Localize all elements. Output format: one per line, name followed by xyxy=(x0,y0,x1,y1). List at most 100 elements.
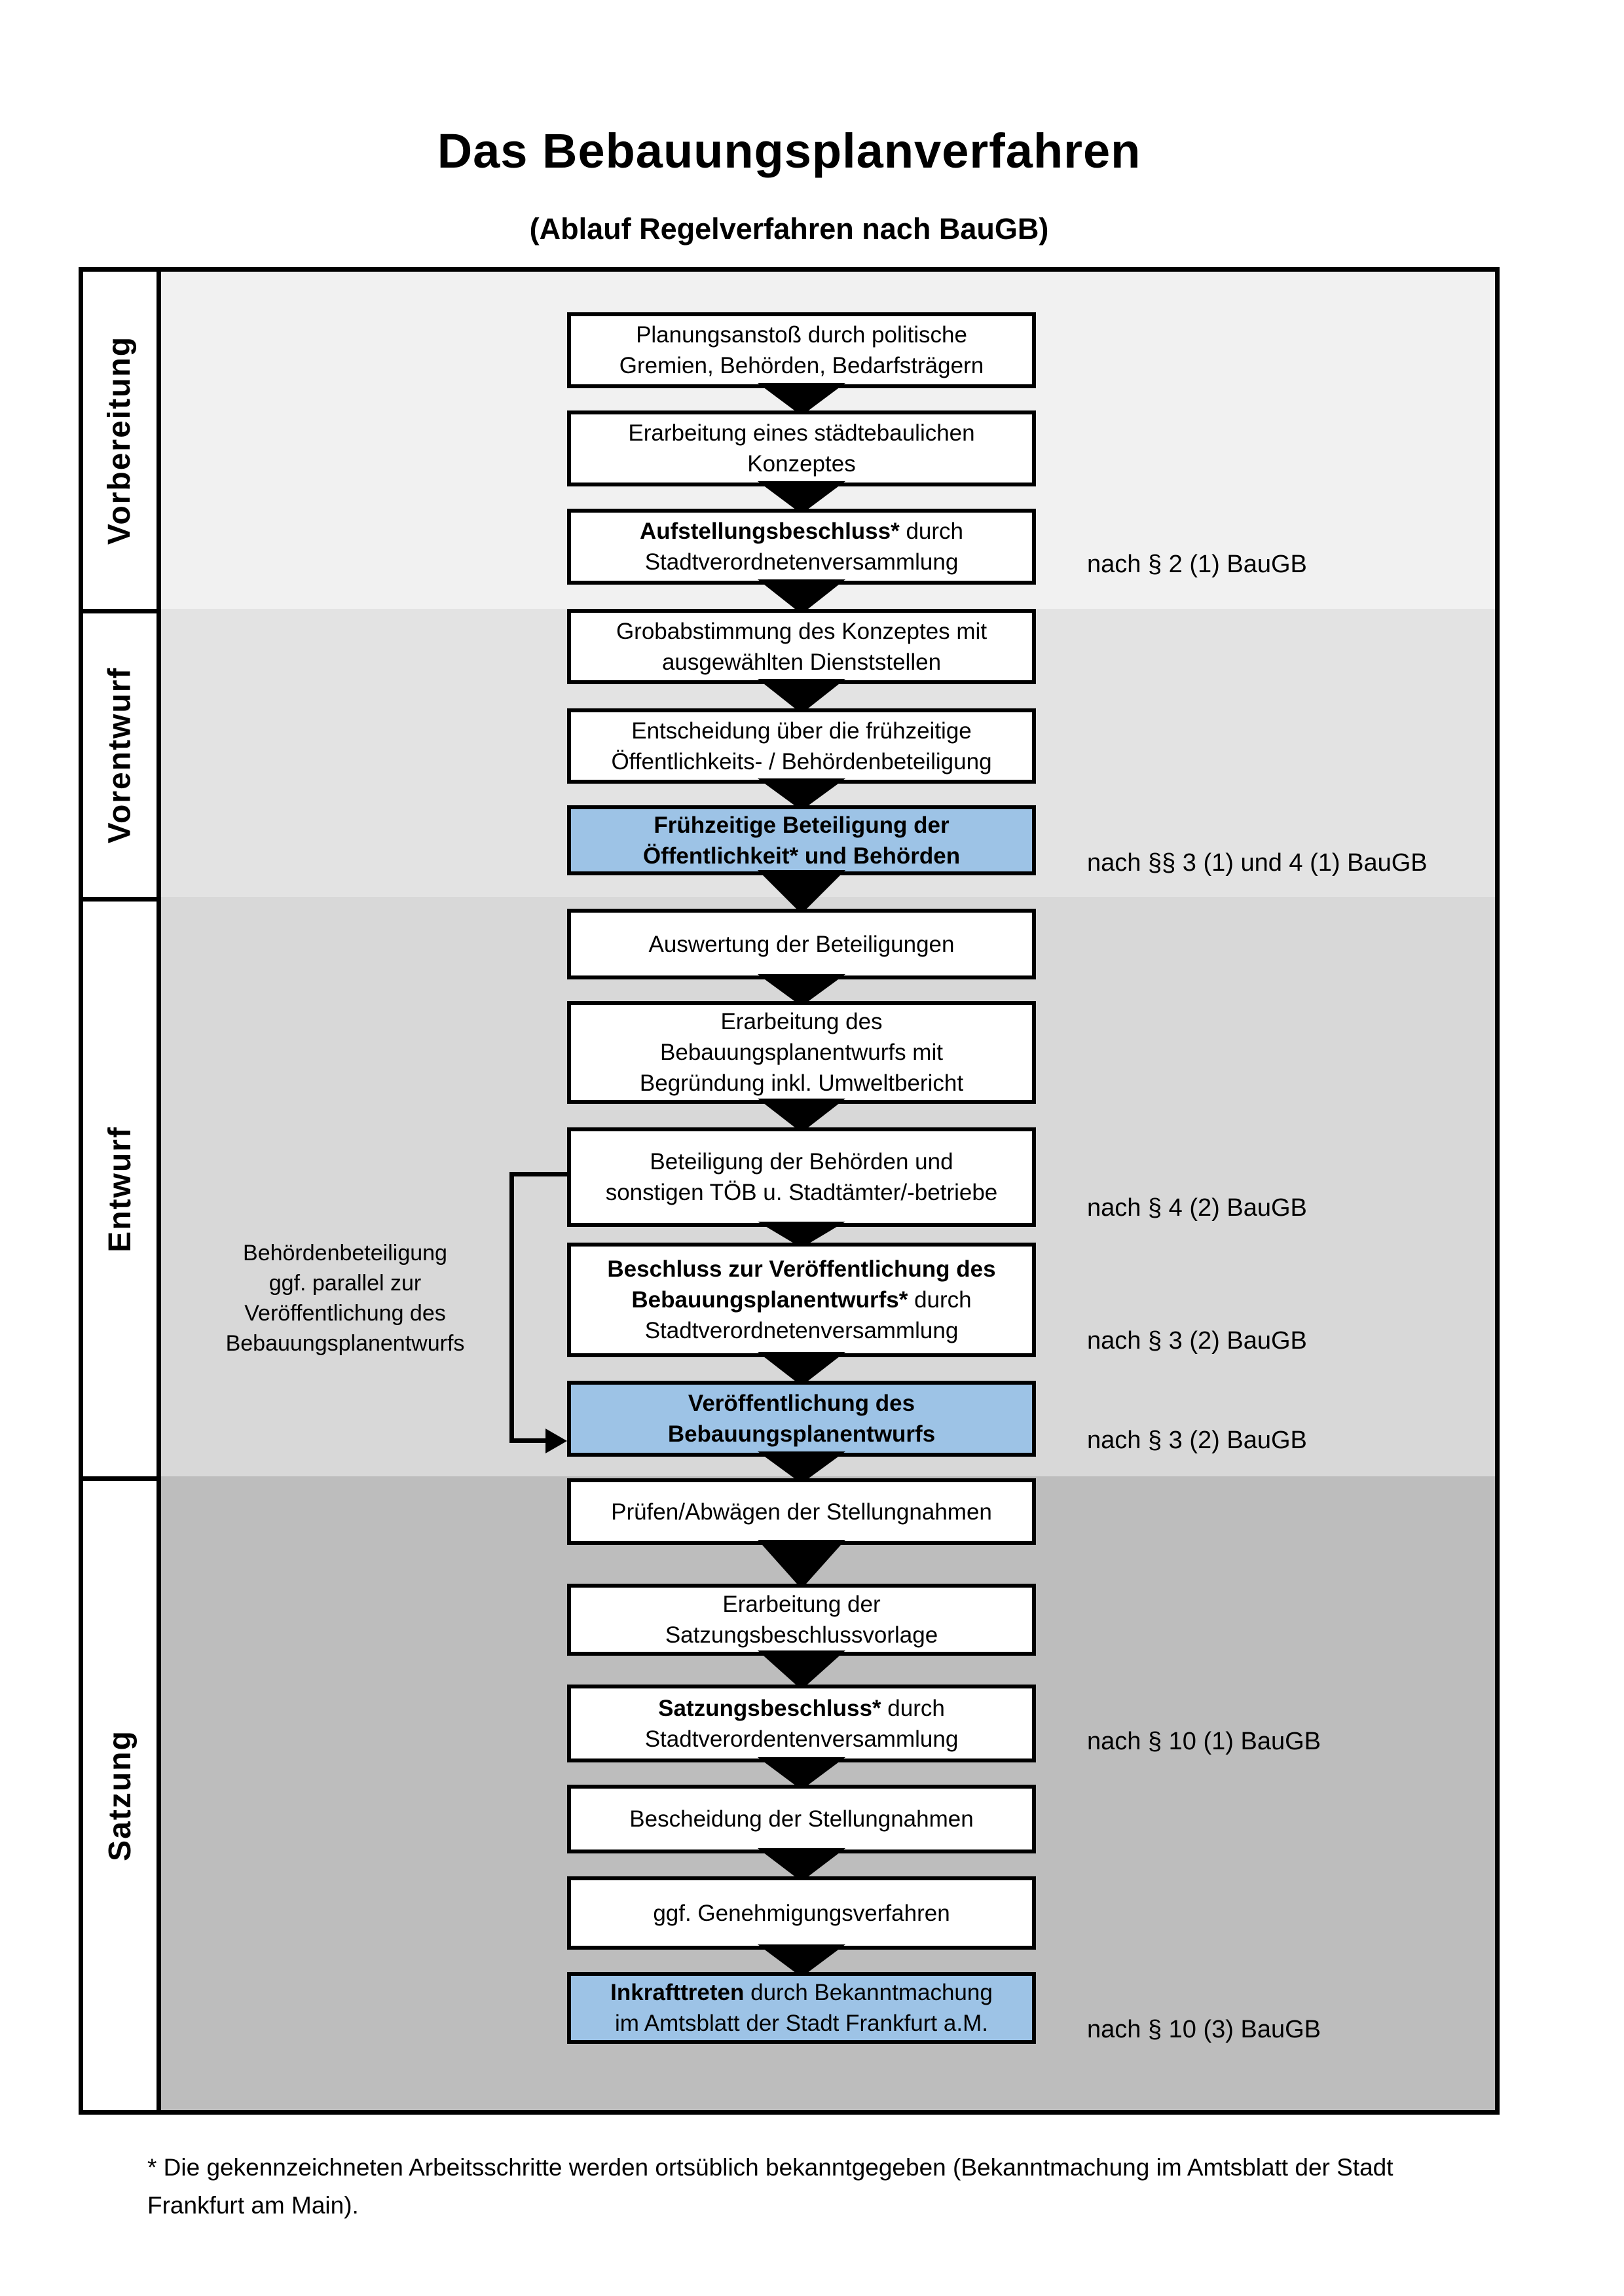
step-text-segment: sonstigen TÖB u. Stadtämter/-betriebe xyxy=(605,1180,998,1205)
step-text-segment: Bebauungsplanentwurfs xyxy=(667,1421,936,1447)
step-text-line: Stadtverordnetenversammlung xyxy=(645,547,959,577)
step-text-segment: ausgewählten Dienststellen xyxy=(661,649,942,675)
step-text-line: Inkrafttreten durch Bekanntmachung xyxy=(610,1977,993,2008)
step-text-segment: Beteiligung der Behörden und xyxy=(650,1149,953,1175)
step-text-line: Stadtverordentenversammlung xyxy=(645,1724,959,1755)
step-text-segment: Begründung inkl. Umweltbericht xyxy=(639,1070,964,1096)
step-text-segment: Frühzeitige Beteiligung der xyxy=(654,812,950,838)
phase-cell-vorentwurf: Vorentwurf xyxy=(83,613,161,902)
step-text-segment: durch xyxy=(881,1695,945,1721)
step-text-segment: Bescheidung der Stellungnahmen xyxy=(629,1806,974,1832)
step-text-line: im Amtsblatt der Stadt Frankfurt a.M. xyxy=(615,2008,988,2039)
footnote: * Die gekennzeichneten Arbeitsschritte w… xyxy=(147,2149,1496,2225)
footnote-line: Frankfurt am Main). xyxy=(147,2192,359,2219)
step-text-line: Satzungsbeschluss* durch xyxy=(658,1693,945,1724)
page-subtitle: (Ablauf Regelverfahren nach BauGB) xyxy=(529,212,1049,246)
step-text-segment: Planungsanstoß durch politische xyxy=(636,322,967,348)
page-title: Das Bebauungsplanverfahren xyxy=(437,124,1141,178)
flow-layer: Behördenbeteiligung ggf. parallel zur Ve… xyxy=(83,272,1495,2110)
flow-step-inkrafttreten: Inkrafttreten durch Bekanntmachung im Amt… xyxy=(567,1972,1036,2044)
flow-arrow-down xyxy=(758,1944,845,1977)
step-text-line: Begründung inkl. Umweltbericht xyxy=(640,1068,963,1099)
step-text-segment: Prüfen/Abwägen der Stellungnahmen xyxy=(611,1499,992,1525)
side-note-line: Behördenbeteiligung xyxy=(243,1241,447,1266)
step-text-line: ausgewählten Dienststellen xyxy=(662,647,941,678)
step-text-segment: Satzungsbeschlussvorlage xyxy=(665,1622,938,1648)
step-text-segment: Grobabstimmung des Konzeptes mit xyxy=(616,618,987,644)
step-text-line: Stadtverordnetenversammlung xyxy=(645,1315,959,1346)
flow-arrow-down xyxy=(758,1451,845,1484)
flow-arrow-down xyxy=(758,1757,845,1790)
step-text-segment: Bebauungsplanentwurfs mit xyxy=(660,1040,943,1065)
footnote-line: * Die gekennzeichneten Arbeitsschritte w… xyxy=(147,2154,1393,2181)
step-text-segment: Auswertung der Beteiligungen xyxy=(648,931,955,957)
step-text-segment: Entscheidung über die frühzeitige xyxy=(631,718,972,744)
law-reference: nach § 10 (3) BauGB xyxy=(1087,2016,1321,2043)
connector-line-vertical xyxy=(509,1172,514,1443)
connector-line-bottom xyxy=(509,1438,549,1443)
phase-cell-entwurf: Entwurf xyxy=(83,902,161,1481)
step-text-line: Entscheidung über die frühzeitige xyxy=(631,716,972,746)
step-text-line: Erarbeitung der xyxy=(722,1589,880,1620)
flow-arrow-down xyxy=(758,679,845,714)
step-text-line: Bescheidung der Stellungnahmen xyxy=(629,1804,973,1834)
step-text-line: Konzeptes xyxy=(747,448,855,479)
flow-arrow-down xyxy=(758,481,845,514)
step-text-segment: Veröffentlichung des xyxy=(688,1391,915,1416)
law-reference: nach § 4 (2) BauGB xyxy=(1087,1194,1307,1222)
step-text-line: Satzungsbeschlussvorlage xyxy=(665,1620,938,1650)
step-text-segment: durch xyxy=(908,1287,972,1313)
flow-arrow-down xyxy=(758,1352,845,1386)
flow-step-genehmigungsverfahren: ggf. Genehmigungsverfahren xyxy=(567,1876,1036,1950)
law-reference: nach §§ 3 (1) und 4 (1) BauGB xyxy=(1087,849,1428,877)
flow-step-pruefen-abwaegen: Prüfen/Abwägen der Stellungnahmen xyxy=(567,1478,1036,1545)
step-text-segment: Konzeptes xyxy=(747,451,856,477)
process-diagram-frame: Vorbereitung Vorentwurf Entwurf Satzung … xyxy=(79,267,1500,2115)
step-text-segment: Satzungsbeschluss* xyxy=(658,1695,881,1721)
flow-arrow-down xyxy=(758,1540,845,1589)
step-text-segment: durch xyxy=(899,519,964,544)
step-text-line: Gremien, Behörden, Bedarfsträgern xyxy=(619,350,984,381)
step-text-segment: Aufstellungsbeschluss* xyxy=(639,519,900,544)
step-text-line: Erarbeitung eines städtebaulichen xyxy=(628,418,974,448)
flow-arrow-down xyxy=(758,1099,845,1133)
side-note: Behördenbeteiligung ggf. parallel zur Ve… xyxy=(149,1238,542,1358)
flow-step-behoerden-toeb-beteiligung: Beteiligung der Behörden und sonstigen TÖ… xyxy=(567,1127,1036,1227)
connector-line-top xyxy=(509,1172,567,1176)
step-text-line: Grobabstimmung des Konzeptes mit xyxy=(616,616,987,647)
step-text-line: Bebauungsplanentwurfs mit xyxy=(660,1037,943,1068)
flow-step-bescheidung-stellungnahmen: Bescheidung der Stellungnahmen xyxy=(567,1785,1036,1853)
step-text-line: Prüfen/Abwägen der Stellungnahmen xyxy=(611,1497,992,1527)
step-text-segment: im Amtsblatt der Stadt Frankfurt a.M. xyxy=(615,2011,988,2036)
law-reference: nach § 2 (1) BauGB xyxy=(1087,551,1307,578)
step-text-segment: Erarbeitung des xyxy=(720,1009,883,1034)
flow-arrow-down xyxy=(758,579,845,614)
step-text-line: Veröffentlichung des xyxy=(688,1388,915,1419)
flow-arrow-down xyxy=(758,778,845,811)
law-reference: nach § 10 (1) BauGB xyxy=(1087,1728,1321,1755)
flow-arrow-down xyxy=(758,974,845,1006)
step-text-line: Öffentlichkeits- / Behördenbeteiligung xyxy=(611,746,991,777)
step-text-segment: durch Bekanntmachung xyxy=(744,1980,993,2005)
flow-step-grobabstimmung: Grobabstimmung des Konzeptes mit ausgewäh… xyxy=(567,609,1036,684)
step-text-segment: Erarbeitung eines städtebaulichen xyxy=(628,420,975,446)
step-text-line: Auswertung der Beteiligungen xyxy=(649,929,955,960)
flow-arrow-down xyxy=(758,870,845,914)
step-text-line: sonstigen TÖB u. Stadtämter/-betriebe xyxy=(606,1177,998,1208)
law-reference: nach § 3 (2) BauGB xyxy=(1087,1327,1307,1355)
step-text-line: Beteiligung der Behörden und xyxy=(650,1146,953,1177)
step-text-segment: Inkrafttreten xyxy=(610,1980,745,2005)
step-text-segment: Stadtverordnetenversammlung xyxy=(644,1318,959,1343)
flow-step-auswertung-beteiligungen: Auswertung der Beteiligungen xyxy=(567,909,1036,979)
